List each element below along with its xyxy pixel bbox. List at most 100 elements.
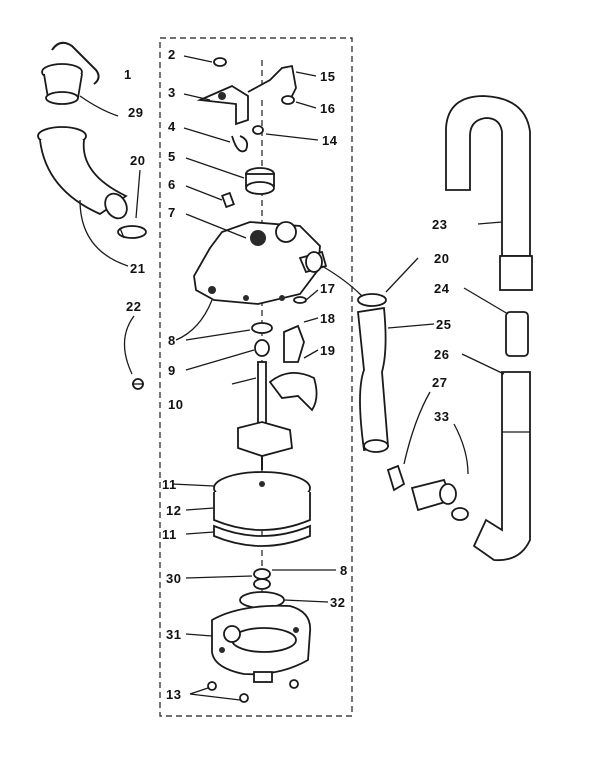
assembly-boundary-box [159,37,353,717]
label-part-22: 22 [126,299,142,314]
part-29-coupler [41,41,100,105]
leader-8-mid [185,329,251,341]
part-33-clip [386,464,469,521]
part-12-pump-body [213,492,311,531]
pump-upper-housing [193,221,328,305]
label-part-16: 16 [320,101,336,116]
leader-24 [463,287,509,315]
part-31-pump-base [211,604,312,683]
leader-31 [185,633,213,637]
label-part-9: 9 [168,363,176,378]
part-17-nut [293,296,307,304]
label-part-31: 31 [166,627,182,642]
leader-11-lower [185,531,215,535]
part-5-seal [245,167,275,195]
leader-10 [231,377,257,385]
label-part-8-top: 8 [168,333,176,348]
leader-7 [185,213,247,239]
part-24-connector [505,311,529,357]
leader-29 [79,95,119,117]
label-part-1: 1 [124,67,132,82]
part-25-hose-middle [357,306,389,453]
leader-17 [305,289,319,301]
label-part-4: 4 [168,119,176,134]
part-6-fitting [221,191,235,209]
part-20-hose-clamp-right [357,293,387,307]
label-part-8-lower: 8 [340,563,348,578]
leader-3 [183,93,211,101]
part-2-nut [213,57,227,67]
label-part-24: 24 [434,281,450,296]
label-part-3: 3 [168,85,176,100]
part-4-clip [231,135,249,153]
label-part-10: 10 [168,397,184,412]
label-part-2: 2 [168,47,176,62]
part-21-drain-hose-elbow [37,126,128,220]
leader-27 [403,391,431,465]
part-30-washer [253,568,271,580]
label-part-6: 6 [168,177,176,192]
leader-30 [185,575,253,579]
leader-13 [189,687,241,701]
label-part-23: 23 [432,217,448,232]
part-18-bracket [283,324,305,363]
part-3-bracket [196,84,249,126]
label-part-26: 26 [434,347,450,362]
part-20-hose-clamp-left [117,225,147,239]
label-part-33: 33 [434,409,450,424]
part-8-washer-lower [253,578,271,590]
connection-line-20 [321,265,363,297]
label-part-14: 14 [322,133,338,148]
label-part-29: 29 [128,105,144,120]
label-part-20-right: 20 [434,251,450,266]
leader-33 [453,423,469,475]
leader-32 [283,599,329,603]
leader-20-left [135,169,141,219]
leader-21 [79,199,129,267]
label-part-19: 19 [320,343,336,358]
leader-25 [387,323,435,329]
part-26-hose-lower [472,371,531,562]
label-part-11-upper: 11 [162,477,177,492]
label-part-7: 7 [168,205,176,220]
label-part-15: 15 [320,69,336,84]
leader-18 [303,317,319,323]
leader-11-upper [171,483,215,487]
leader-9 [185,349,255,371]
leader-4 [183,127,231,143]
leader-8-top [175,299,213,341]
part-13-screws [207,679,299,703]
leader-16 [295,101,317,109]
label-part-18: 18 [320,311,336,326]
pump-impeller [237,421,293,470]
part-11-gasket-lower [213,524,311,547]
leader-20-right [385,257,419,293]
part-23-hose-upper [445,95,533,291]
leader-26 [461,353,505,375]
part-9-bearing [254,339,270,357]
part-16-spring [281,95,295,105]
part-14-screw [252,125,264,135]
label-part-12: 12 [166,503,182,518]
part-22-screw [132,378,144,390]
part-19-clamp [268,372,318,412]
label-part-13: 13 [166,687,182,702]
label-part-21: 21 [130,261,146,276]
leader-19 [303,349,319,359]
label-part-11-lower: 11 [162,527,177,542]
leader-5 [185,157,245,179]
label-part-30: 30 [166,571,182,586]
part-15-switch-lever [247,64,297,105]
leader-14 [265,133,319,141]
label-part-32: 32 [330,595,346,610]
label-part-5: 5 [168,149,176,164]
leader-12 [185,507,215,511]
part-8-washer-upper [251,322,273,334]
leader-15 [295,71,317,77]
label-part-17: 17 [320,281,336,296]
label-part-20-left: 20 [130,153,146,168]
label-part-25: 25 [436,317,452,332]
leader-6 [185,185,223,201]
